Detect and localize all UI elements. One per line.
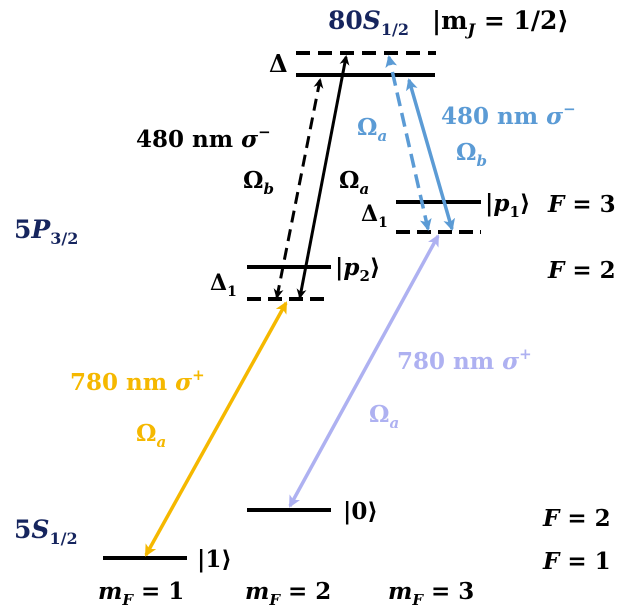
blue-omega-b-arrow — [406, 78, 455, 231]
lavender-780-label: 780 nm σ+ — [397, 345, 532, 375]
mf-1-label: mF = 1 — [98, 578, 184, 609]
state-0-label: |0⟩ — [343, 498, 378, 525]
lavender-omega-a-label: Ωa — [369, 401, 399, 432]
hyperfine-F2-ground-label: F = 2 — [542, 505, 611, 532]
blue-omega-a-label: Ωa — [357, 114, 387, 145]
excited-manifold-label: 5P3/2 — [14, 215, 78, 248]
p2-state-label: |p2⟩ — [335, 254, 380, 285]
blue-omega-b-label: Ωb — [456, 139, 487, 170]
black-omega-a-label: Ωa — [339, 167, 369, 198]
ground-manifold-label: 5S1/2 — [14, 515, 78, 548]
rydberg-mj-label: |mJ = 1/2⟩ — [432, 6, 569, 39]
black-480-label: 480 nm σ− — [136, 123, 271, 153]
detuning-p2-label: Δ1 — [210, 270, 237, 300]
black-omega-a-arrow — [296, 55, 350, 299]
orange-780-arrow — [144, 301, 288, 557]
black-omega-b-arrow — [273, 78, 324, 299]
state-1-label: |1⟩ — [197, 546, 232, 573]
rydberg-state-label: 80S1/2 — [328, 6, 409, 39]
lavender-780-arrow — [288, 234, 440, 508]
hyperfine-F2-excited-label: F = 2 — [547, 257, 616, 284]
hyperfine-F3-label: F = 3 — [547, 191, 616, 218]
orange-780-label: 780 nm σ+ — [70, 366, 205, 396]
black-omega-b-label: Ωb — [243, 167, 274, 198]
detuning-p1-label: Δ1 — [361, 201, 388, 231]
p1-state-label: |p1⟩ — [485, 190, 530, 221]
orange-omega-a-label: Ωa — [136, 420, 166, 451]
detuning-big-label: Δ — [269, 49, 288, 78]
mf-2-label: mF = 2 — [245, 578, 331, 609]
mf-3-label: mF = 3 — [388, 578, 474, 609]
hyperfine-F1-label: F = 1 — [542, 548, 611, 575]
blue-480-label: 480 nm σ− — [441, 100, 576, 130]
